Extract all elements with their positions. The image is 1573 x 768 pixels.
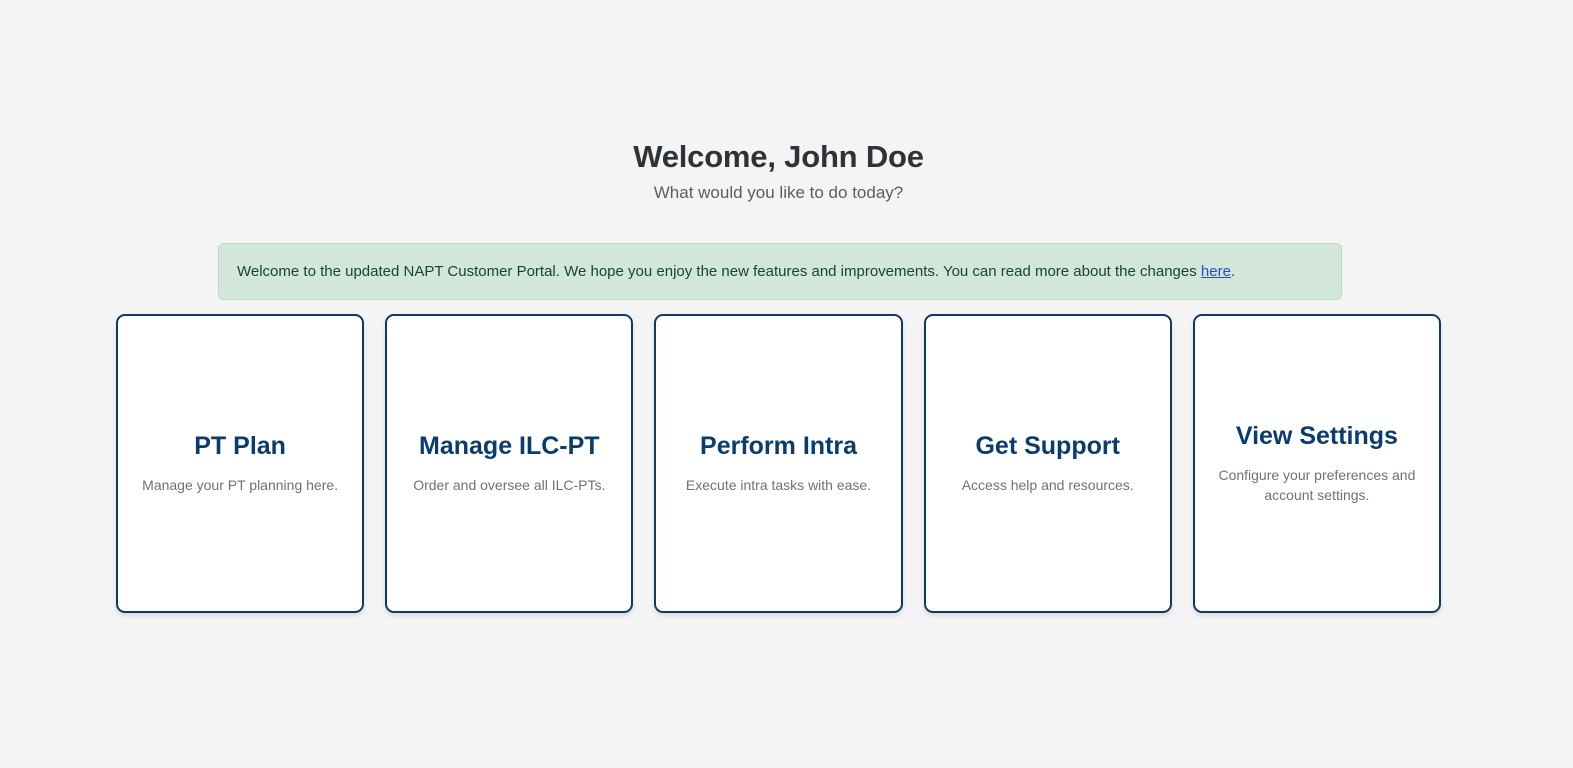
banner-changes-link[interactable]: here [1200, 263, 1231, 280]
card-pt-plan-description: Manage your PT planning here. [142, 476, 339, 493]
page-subtitle: What would you like to do today? [653, 183, 904, 203]
banner-text-before-link: Welcome to the updated NAPT Customer Por… [237, 263, 1201, 280]
card-view-settings[interactable]: View Settings Configure your preferences… [1192, 314, 1442, 613]
card-perform-intra[interactable]: Perform Intra Execute intra tasks with e… [654, 314, 903, 613]
card-manage-ilc-pt[interactable]: Manage ILC-PT Order and oversee all ILC-… [385, 314, 634, 613]
card-perform-intra-description: Execute intra tasks with ease. [685, 476, 872, 493]
card-get-support-description: Access help and resources. [961, 476, 1134, 493]
card-manage-ilc-pt-description: Order and oversee all ILC-PTs. [413, 476, 606, 493]
card-get-support-title: Get Support [975, 431, 1120, 460]
card-view-settings-description: Configure your preferences and account s… [1218, 466, 1416, 503]
welcome-banner: Welcome to the updated NAPT Customer Por… [218, 243, 1342, 300]
page-header: Welcome, John Doe What would you like to… [0, 138, 1557, 204]
card-manage-ilc-pt-title: Manage ILC-PT [419, 431, 600, 460]
page-title: Welcome, John Doe [633, 139, 924, 174]
card-perform-intra-title: Perform Intra [700, 431, 857, 460]
card-pt-plan-title: PT Plan [194, 431, 286, 460]
card-pt-plan[interactable]: PT Plan Manage your PT planning here. [116, 314, 365, 613]
action-card-grid: PT Plan Manage your PT planning here. Ma… [116, 314, 1442, 613]
card-get-support[interactable]: Get Support Access help and resources. [923, 314, 1172, 613]
welcome-banner-text: Welcome to the updated NAPT Customer Por… [237, 261, 1235, 282]
card-view-settings-title: View Settings [1235, 421, 1398, 450]
banner-text-after-link: . [1230, 263, 1236, 280]
